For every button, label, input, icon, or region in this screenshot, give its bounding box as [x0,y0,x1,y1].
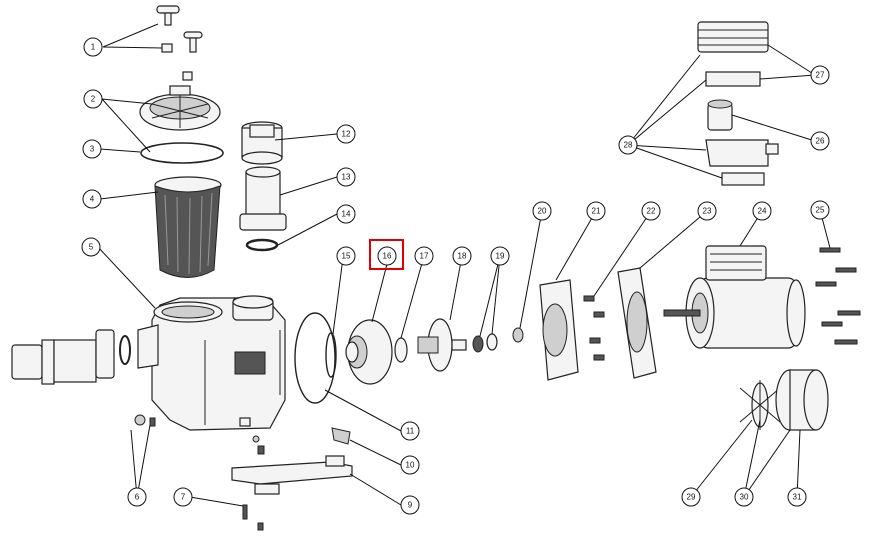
callout-label-7: 7 [181,493,186,502]
callout-label-23: 23 [703,207,712,216]
callout-label-22: 22 [647,207,656,216]
callout-11: 11 [400,421,420,441]
part-inlet-union [11,329,131,385]
part-4-strainer-basket [154,176,222,278]
callout-label-13: 13 [342,173,351,182]
callout-14: 14 [336,204,356,224]
part-31-fan-cover [775,369,829,431]
part-6-screws [134,414,265,455]
callout-25: 25 [810,200,830,220]
callout-label-18: 18 [458,252,467,261]
part-7-bolt [242,504,264,531]
callout-4: 4 [82,189,102,209]
callout-15: 15 [336,246,356,266]
part-14-union-oring [245,238,279,252]
callout-1: 1 [83,37,103,57]
part-15-diffuser-oring [325,332,337,378]
callout-label-20: 20 [538,207,547,216]
part-24-motor [663,245,806,349]
callout-19: 19 [490,246,510,266]
callout-6: 6 [127,487,147,507]
part-28-terminal-box [705,139,779,186]
part-16-diffuser [345,319,393,385]
part-19-seal [472,333,498,353]
part-25-bolts [815,247,861,345]
part-11-housing-oring [294,312,336,404]
callout-12: 12 [336,124,356,144]
part-1-knobs [156,5,203,81]
callout-16: 16 [377,246,397,266]
callout-label-16: 16 [383,252,392,261]
part-9-base [231,455,353,495]
part-26-capacitor [707,99,733,131]
callout-10: 10 [400,455,420,475]
callout-label-27: 27 [816,71,825,80]
highlight-box-callout-16 [369,239,404,270]
part-29-fan [739,380,781,430]
callout-5: 5 [81,237,101,257]
callout-label-21: 21 [592,207,601,216]
callout-2: 2 [83,89,103,109]
callout-label-1: 1 [91,43,96,52]
callout-label-10: 10 [406,461,415,470]
callout-31: 31 [787,487,807,507]
part-21-seal-plate [539,279,579,381]
callout-13: 13 [336,167,356,187]
callout-label-3: 3 [90,145,95,154]
callout-label-6: 6 [135,493,140,502]
callout-21: 21 [586,201,606,221]
part-23-motor-bracket [617,267,657,379]
callout-label-15: 15 [342,252,351,261]
callout-26: 26 [810,131,830,151]
part-27-terminal-cover [697,21,769,87]
callout-label-31: 31 [793,493,802,502]
callout-18: 18 [452,246,472,266]
callout-label-4: 4 [90,195,95,204]
callout-9: 9 [400,495,420,515]
callout-23: 23 [697,201,717,221]
part-10-drain-plug [331,427,351,445]
callout-20: 20 [532,201,552,221]
callout-label-26: 26 [816,137,825,146]
callout-29: 29 [681,487,701,507]
callout-label-25: 25 [816,206,825,215]
part-20-seal-seat [512,327,524,343]
part-3-lid-oring [140,142,224,164]
part-5-pump-housing [137,295,286,431]
callout-label-29: 29 [687,493,696,502]
callout-3: 3 [82,139,102,159]
callout-label-14: 14 [342,210,351,219]
leader-lines [97,23,831,507]
part-13-union-tail [239,166,287,231]
callout-27: 27 [810,65,830,85]
callout-label-11: 11 [406,427,415,436]
callout-7: 7 [173,487,193,507]
part-18-impeller [417,318,467,372]
callout-30: 30 [734,487,754,507]
callout-label-9: 9 [408,501,413,510]
callout-22: 22 [641,201,661,221]
callout-label-30: 30 [740,493,749,502]
part-17-wear-ring [394,337,408,363]
callout-24: 24 [752,201,772,221]
callout-17: 17 [414,246,434,266]
callout-label-2: 2 [91,95,96,104]
callout-label-12: 12 [342,130,351,139]
part-22-screws [583,295,605,361]
part-2-lid [139,85,221,131]
part-12-union [241,121,283,165]
callout-label-5: 5 [89,243,94,252]
callout-label-19: 19 [496,252,505,261]
callout-28: 28 [618,135,638,155]
callout-label-17: 17 [420,252,429,261]
callout-label-24: 24 [758,207,767,216]
callout-label-28: 28 [624,141,633,150]
